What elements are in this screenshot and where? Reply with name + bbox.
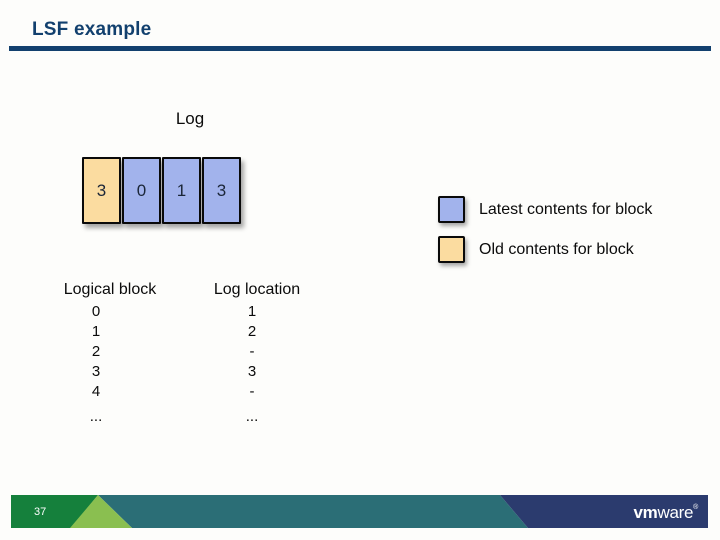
table-cell: 2 <box>247 323 257 340</box>
log-cell-latest: 3 <box>202 157 241 224</box>
table-cell: 3 <box>247 363 257 380</box>
log-location-column: 1 2 - 3 - ... <box>212 302 292 427</box>
column-header-logical-block: Logical block <box>63 281 157 298</box>
table-cell: 3 <box>91 363 101 380</box>
vmware-logo-ware: ware <box>657 503 694 522</box>
table-cell: 2 <box>91 343 101 360</box>
logical-block-column: 0 1 2 3 4 ... <box>56 302 136 427</box>
page-title: LSF example <box>32 19 152 40</box>
log-cell-latest: 1 <box>162 157 201 224</box>
table-cell: 1 <box>247 303 257 320</box>
footer-dark-green-shape <box>11 495 98 528</box>
legend-swatch-latest <box>438 196 465 223</box>
legend-label-latest: Latest contents for block <box>479 201 653 218</box>
footer-light-green-triangle <box>70 495 132 528</box>
table-cell: 0 <box>91 303 101 320</box>
page-number: 37 <box>34 506 47 518</box>
vmware-logo: vmware® <box>634 503 699 523</box>
footer-teal-shape <box>98 495 528 528</box>
legend-label-old: Old contents for block <box>479 241 634 258</box>
table-cell: - <box>249 343 255 360</box>
footer-band <box>11 495 708 528</box>
log-cell-latest: 0 <box>122 157 161 224</box>
table-cell-ellipsis: ... <box>89 408 103 425</box>
registered-trademark-icon: ® <box>693 504 698 511</box>
vmware-logo-vm: vm <box>633 503 658 522</box>
column-header-log-location: Log location <box>213 281 301 298</box>
footer-navy-shape <box>500 495 708 528</box>
table-cell: 1 <box>91 323 101 340</box>
table-cell: 4 <box>91 383 101 400</box>
title-divider <box>9 46 711 51</box>
log-cell-old: 3 <box>82 157 121 224</box>
log-diagram-label: Log <box>175 109 205 128</box>
table-cell: - <box>249 383 255 400</box>
log-blocks-row: 3 0 1 3 <box>82 157 241 224</box>
table-cell-ellipsis: ... <box>245 408 259 425</box>
legend-swatch-old <box>438 236 465 263</box>
